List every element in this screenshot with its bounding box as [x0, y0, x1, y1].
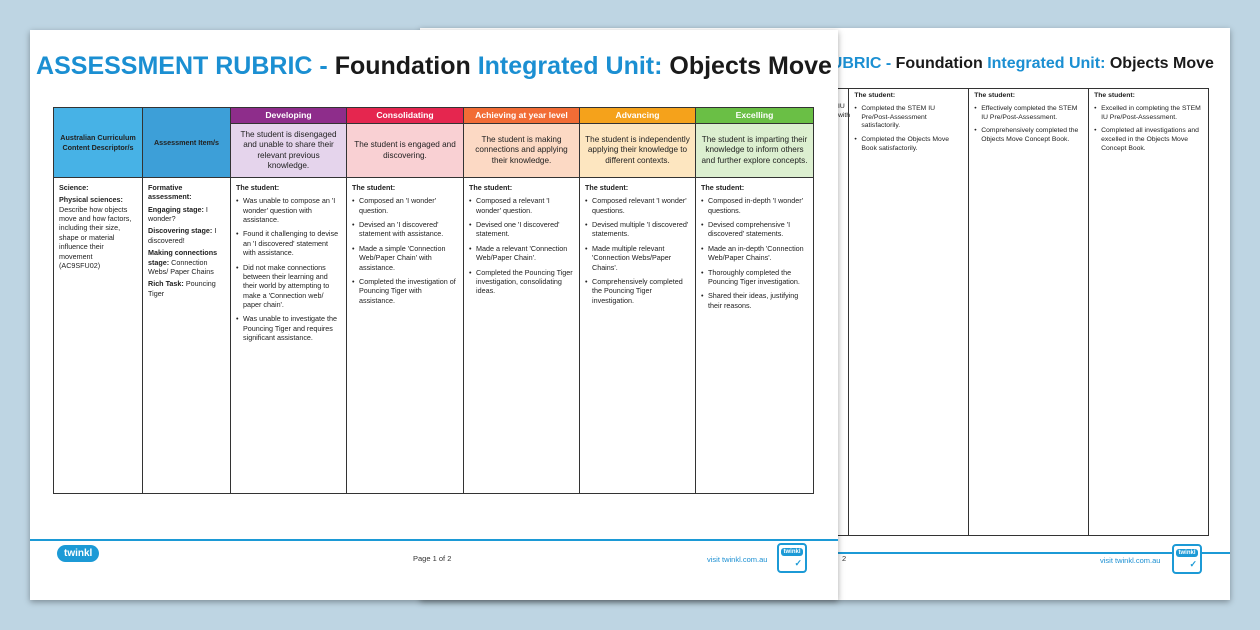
level-desc-achieving: The student is making connections and ap… [463, 123, 580, 178]
level-header-developing: Developing [230, 107, 347, 124]
badge-icon: twinkl✓ [1172, 544, 1202, 574]
achieving-cell: The student: Composed a relevant 'I wond… [463, 177, 580, 494]
page-2-table: The student: Completed the STEM IU Pre/P… [836, 88, 1209, 536]
consolidating-cell: The student: Composed an 'I wonder' ques… [346, 177, 464, 494]
level-desc-excelling: The student is imparting their knowledge… [695, 123, 814, 178]
page-2-cell: The student: Completed the STEM IU Pre/P… [848, 88, 970, 536]
site-link[interactable]: visit twinkl.com.au [707, 555, 768, 564]
page-number: 2 [842, 554, 847, 563]
site-link[interactable]: visit twinkl.com.au [1100, 556, 1161, 565]
twinkl-logo[interactable]: twinkl [57, 545, 100, 562]
developing-cell: The student: Was unable to compose an 'I… [230, 177, 347, 494]
page-2-cell-partial [836, 88, 850, 536]
level-header-excelling: Excelling [695, 107, 814, 124]
advancing-cell: The student: Composed relevant 'I wonder… [579, 177, 696, 494]
page-title: ASSESSMENT RUBRIC - Foundation Integrate… [36, 52, 832, 80]
level-header-advancing: Advancing [579, 107, 696, 124]
page-2-cell: The student: Excelled in completing the … [1088, 88, 1209, 536]
level-desc-developing: The student is disengaged and unable to … [230, 123, 347, 178]
page-number: Page 1 of 2 [413, 554, 452, 563]
level-header-achieving: Achieving at year level [463, 107, 580, 124]
curriculum-header: Australian Curriculum Content Descriptor… [53, 107, 143, 178]
page-2-cell: The student: Effectively completed the S… [968, 88, 1090, 536]
page-1: ASSESSMENT RUBRIC - Foundation Integrate… [30, 30, 838, 600]
badge-icon: twinkl✓ [777, 543, 807, 573]
curriculum-cell: Science: Physical sciences:Describe how … [53, 177, 143, 494]
level-desc-advancing: The student is independently applying th… [579, 123, 696, 178]
footer-line [30, 539, 838, 541]
level-header-consolidating: Consolidating [346, 107, 464, 124]
rubric-table: Australian Curriculum Content Descriptor… [53, 107, 814, 494]
assessment-header: Assessment Item/s [142, 107, 231, 178]
excelling-cell: The student: Composed in-depth 'I wonder… [695, 177, 814, 494]
page-2-title: T RUBRIC - Foundation Integrated Unit: O… [805, 55, 1214, 72]
assessment-cell: Formative assessment: Engaging stage: I … [142, 177, 231, 494]
level-desc-consolidating: The student is engaged and discovering. [346, 123, 464, 178]
